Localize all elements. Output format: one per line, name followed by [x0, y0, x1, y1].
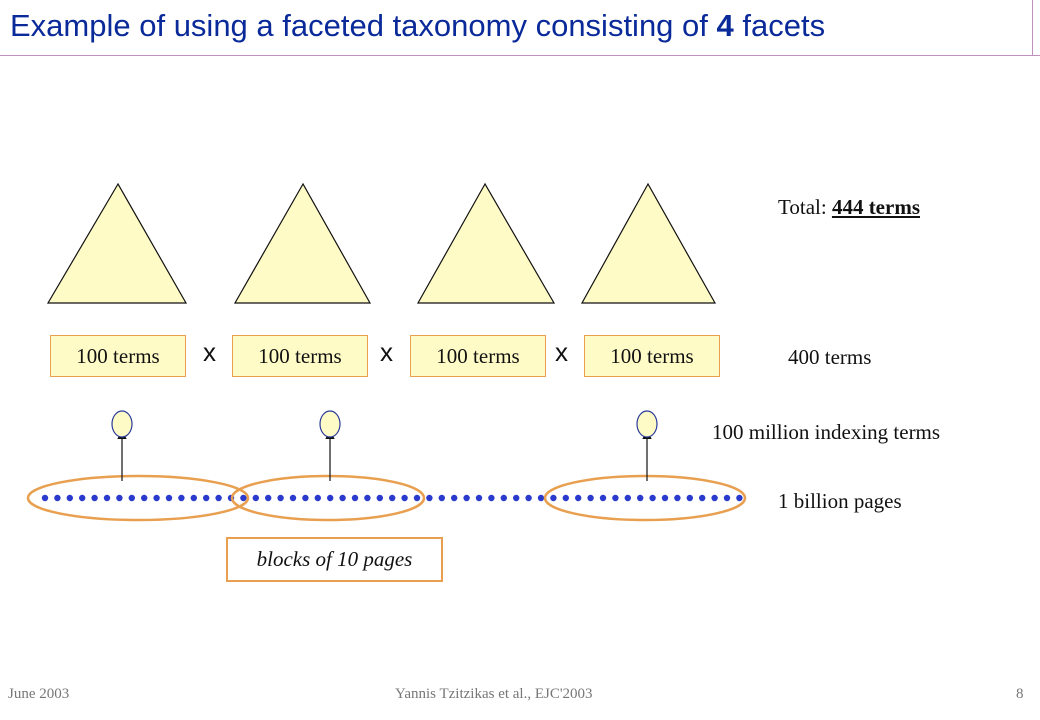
page-dot-34: [451, 494, 458, 502]
facet-triangle-4: [580, 182, 717, 304]
page-dot-25: [339, 494, 346, 502]
footer-page-number: 8: [1016, 686, 1024, 702]
page-dot-26: [351, 494, 359, 502]
page-dot-18: [252, 494, 259, 502]
title-number: 4: [716, 8, 734, 43]
page-dot-40: [525, 494, 532, 502]
page-dot-39: [513, 494, 520, 502]
facet-triangle-2: [233, 182, 372, 304]
right-rule: [1032, 0, 1033, 56]
page-dot-27: [364, 494, 371, 502]
title-suffix: facets: [742, 8, 826, 43]
page-dot-20: [277, 494, 284, 502]
page-dot-2: [54, 494, 61, 502]
facet-box-4: 100 terms: [584, 335, 720, 377]
total-value: 444 terms: [831, 195, 920, 219]
indexing-terms-label: 100 million indexing terms: [712, 420, 941, 444]
page-dot-35: [463, 494, 470, 502]
page-dot-56: [723, 494, 731, 502]
page-dot-48: [624, 494, 631, 502]
index-node-1: [111, 410, 133, 438]
index-node-2: [319, 410, 341, 438]
title-rule: [0, 55, 1040, 56]
total-prefix: Total:: [778, 195, 827, 219]
times-operator-3: x: [555, 337, 568, 367]
facet-terms-label: 400 terms: [788, 345, 872, 369]
page-dot-49: [637, 494, 644, 502]
page-dot-52: [674, 494, 681, 502]
page-dot-8: [128, 494, 135, 502]
facet-triangle-1: [46, 182, 188, 304]
page-dot-15: [215, 494, 222, 502]
pages-label: 1 billion pages: [778, 489, 902, 513]
facet-box-2: 100 terms: [232, 335, 368, 377]
footer-date: June 2003: [8, 686, 70, 702]
page-dot-45: [587, 494, 594, 502]
facet-box-3: 100 terms: [410, 335, 546, 377]
page-dot-17: [240, 494, 247, 502]
page-dot-51: [661, 494, 669, 502]
page-dot-55: [711, 494, 718, 502]
index-node-3: [636, 410, 658, 438]
page-dot-32: [426, 494, 433, 502]
page-dot-29: [389, 494, 396, 502]
times-operator-2: x: [380, 337, 393, 367]
page-dot-42: [550, 494, 557, 502]
footer-author: Yannis Tzitzikas et al., EJC'2003: [395, 686, 593, 702]
block-ellipse-3: [543, 474, 747, 522]
page-dot-6: [103, 494, 111, 502]
page-dot-28: [376, 494, 383, 502]
page-dot-50: [649, 494, 656, 502]
page-dot-1: [41, 494, 49, 502]
page-dot-36: [475, 494, 483, 502]
page-dot-4: [79, 494, 86, 502]
page-dot-30: [401, 494, 408, 502]
title-prefix: Example of using a faceted taxonomy cons…: [10, 8, 708, 43]
page-dot-31: [413, 494, 421, 502]
page-dot-38: [500, 494, 507, 502]
page-dot-7: [116, 494, 123, 502]
page-dot-44: [575, 494, 582, 502]
page-dot-13: [190, 494, 197, 502]
block-ellipse-1: [26, 474, 250, 522]
page-dot-33: [438, 494, 445, 502]
page-dot-23: [314, 494, 321, 502]
page-dot-47: [612, 494, 619, 502]
page-dot-10: [153, 494, 160, 502]
block-label: blocks of 10 pages: [226, 537, 443, 582]
times-operator-1: x: [203, 337, 216, 367]
slide-title: Example of using a faceted taxonomy cons…: [10, 8, 825, 44]
total-terms-label: Total: 444 terms: [778, 195, 920, 220]
page-dot-19: [265, 494, 272, 502]
page-dot-12: [178, 494, 185, 502]
page-dot-46: [599, 494, 607, 502]
page-dot-41: [537, 494, 545, 502]
page-dot-3: [66, 494, 74, 502]
page-dot-5: [91, 494, 98, 502]
page-dot-21: [289, 494, 297, 502]
page-dot-37: [488, 494, 495, 502]
page-dot-54: [699, 494, 706, 502]
page-dot-9: [141, 494, 148, 502]
facet-triangle-3: [416, 182, 556, 304]
page-dot-24: [327, 494, 334, 502]
block-ellipse-2: [230, 474, 426, 522]
page-dot-11: [165, 494, 173, 502]
page-dot-22: [302, 494, 309, 502]
page-dot-57: [736, 494, 743, 502]
page-dot-14: [203, 494, 210, 502]
facet-box-1: 100 terms: [50, 335, 186, 377]
page-dot-43: [562, 494, 569, 502]
page-dot-53: [686, 494, 693, 502]
